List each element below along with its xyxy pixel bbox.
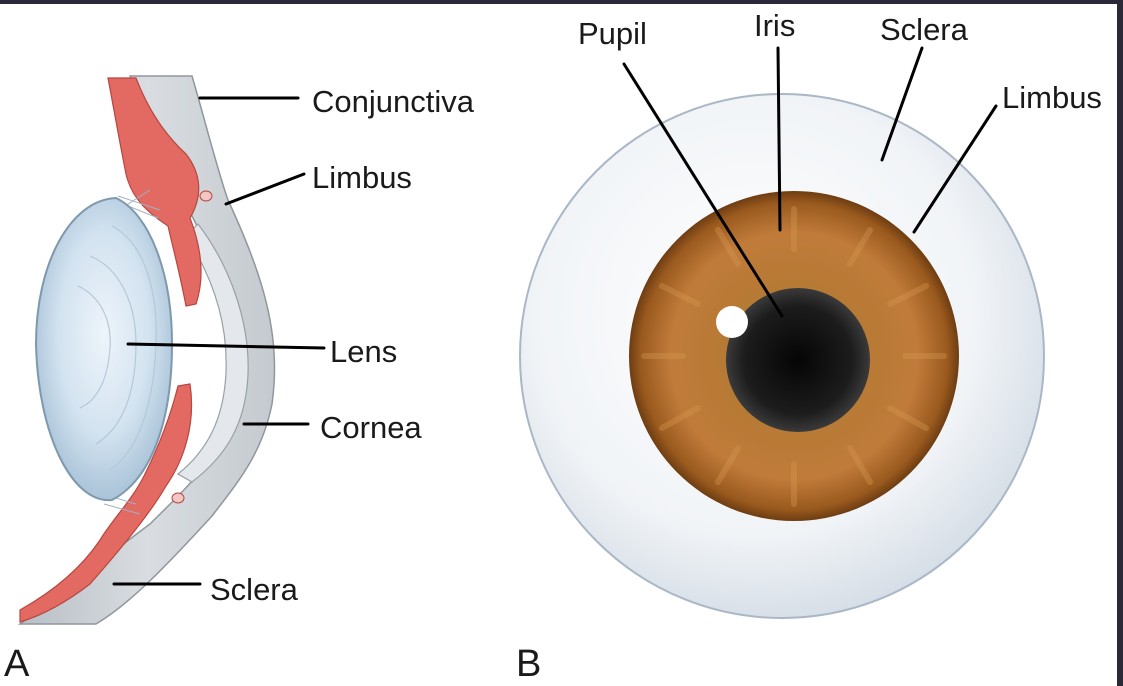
label-sclera-b: Sclera bbox=[880, 12, 969, 47]
panel-b-front-view bbox=[520, 94, 1044, 618]
label-limbus-b: Limbus bbox=[1002, 80, 1102, 115]
panel-letter-a: A bbox=[4, 643, 30, 685]
limbus-vessel-lower bbox=[172, 493, 184, 503]
label-conjunctiva: Conjunctiva bbox=[312, 84, 475, 119]
label-cornea: Cornea bbox=[320, 410, 422, 445]
label-lens: Lens bbox=[330, 334, 397, 369]
lens bbox=[36, 198, 172, 500]
limbus-vessel-upper bbox=[200, 191, 212, 201]
eye-anatomy-figure: Conjunctiva Limbus Lens Cornea Sclera A … bbox=[0, 4, 1117, 686]
pupil bbox=[726, 288, 870, 432]
leader-limbus-a bbox=[226, 174, 304, 204]
label-iris: Iris bbox=[754, 8, 795, 43]
label-limbus-a: Limbus bbox=[312, 160, 412, 195]
leader-iris bbox=[778, 48, 780, 230]
label-pupil: Pupil bbox=[578, 16, 647, 51]
light-reflection bbox=[716, 306, 748, 338]
panel-a-cross-section bbox=[20, 76, 275, 624]
panel-letter-b: B bbox=[516, 643, 541, 685]
label-sclera-a: Sclera bbox=[210, 572, 299, 607]
eye-anatomy-diagram: Conjunctiva Limbus Lens Cornea Sclera A … bbox=[0, 4, 1117, 686]
